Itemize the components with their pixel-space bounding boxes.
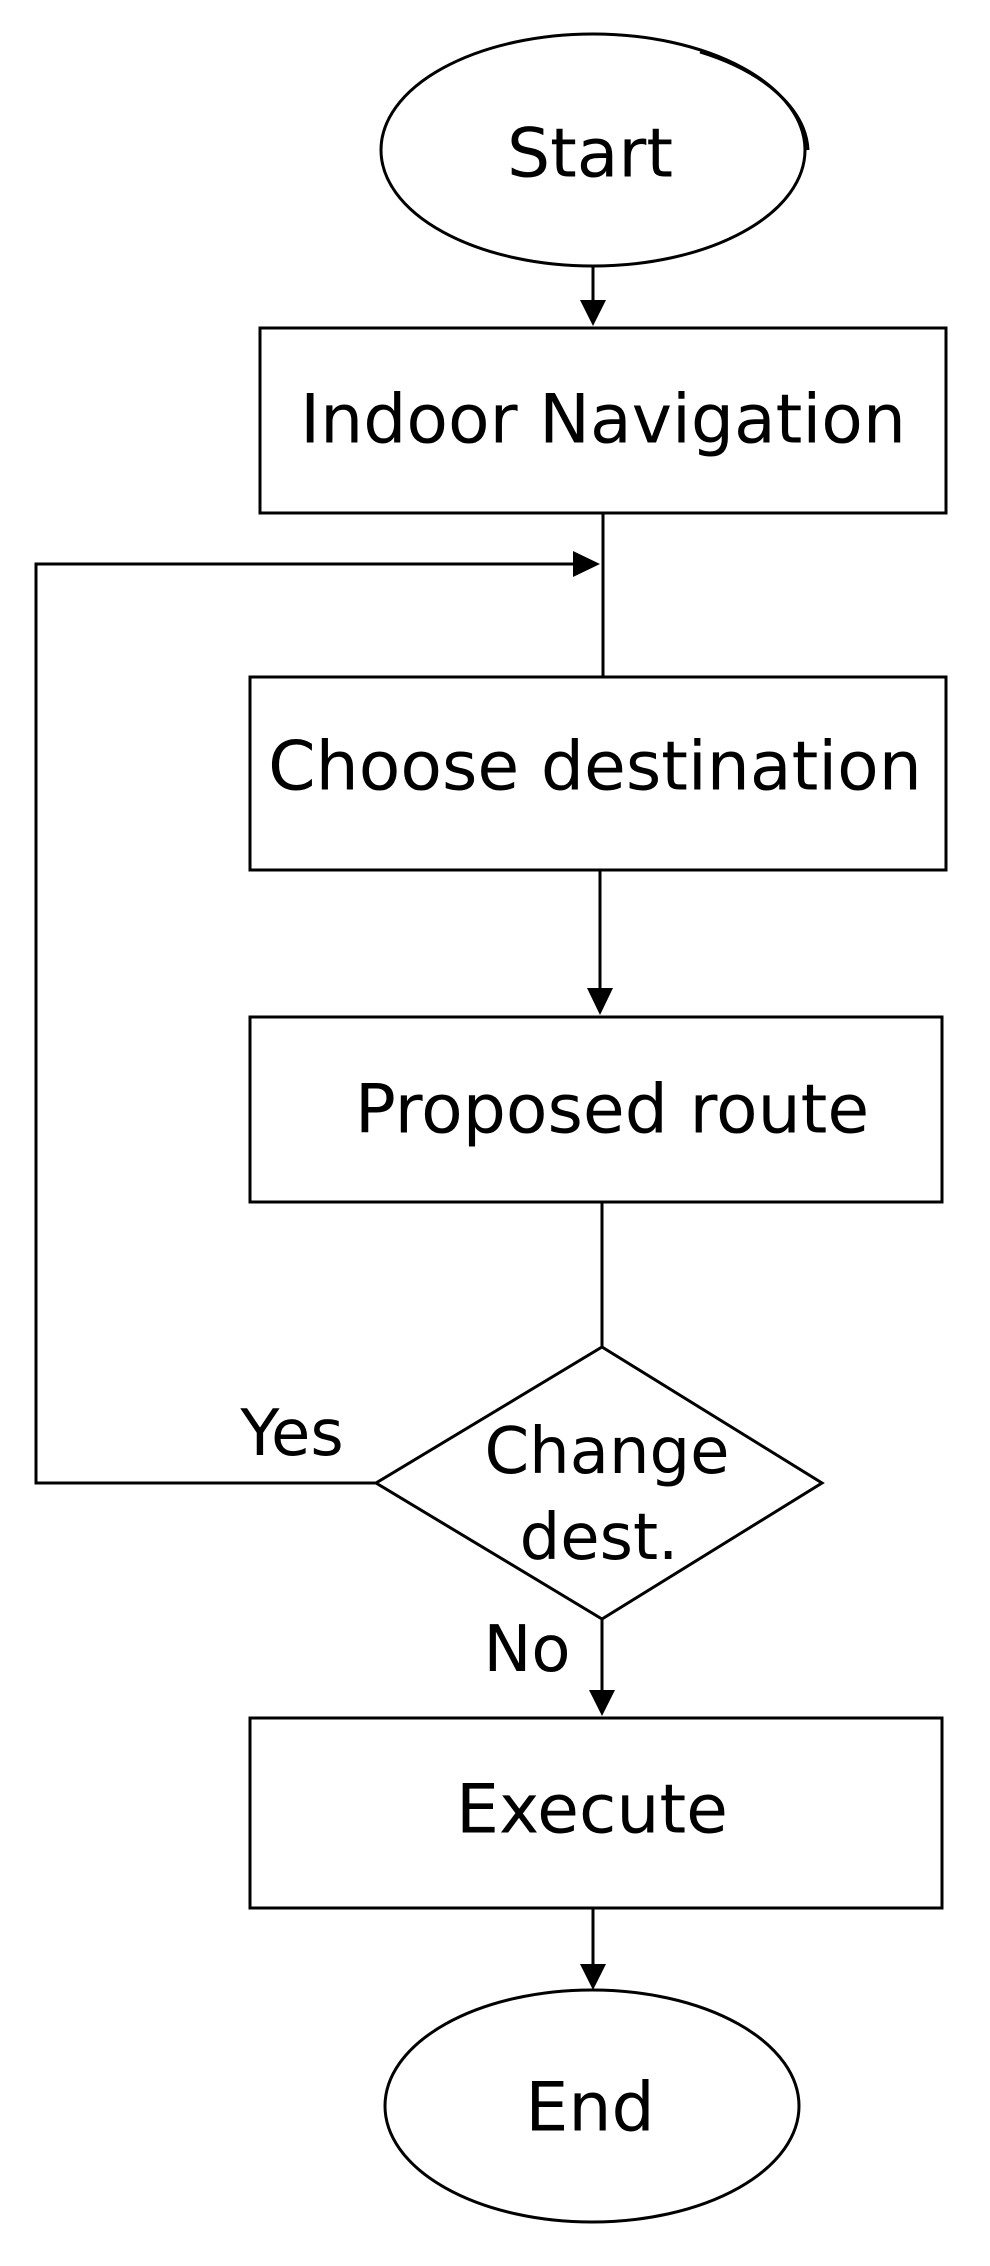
start-terminator: Start <box>379 32 810 268</box>
arrow-start-to-indoor-navigation <box>580 266 606 326</box>
proposed-route-box: Proposed route <box>248 1015 944 1204</box>
no-label: No <box>483 1613 570 1687</box>
choose-destination-box: Choose destination <box>248 675 948 872</box>
indoor-navigation-label: Indoor Navigation <box>300 381 906 460</box>
indoor-navigation-box: Indoor Navigation <box>258 326 948 515</box>
yes-label: Yes <box>239 1397 343 1471</box>
choose-destination-label: Choose destination <box>268 728 922 807</box>
yes-loop-arrow <box>34 551 600 1485</box>
arrow-choose-to-proposed-route <box>587 870 613 1015</box>
proposed-route-label: Proposed route <box>355 1071 869 1150</box>
end-terminator: End <box>383 1988 801 2224</box>
start-label: Start <box>507 115 673 194</box>
end-label: End <box>525 2069 654 2148</box>
decision-label-line1: Change <box>484 1415 729 1489</box>
arrow-execute-to-end <box>580 1908 606 1990</box>
execute-label: Execute <box>456 1771 728 1850</box>
no-arrow <box>589 1619 615 1716</box>
change-destination-decision: Change dest. <box>373 1345 825 1621</box>
decision-label-line2: dest. <box>520 1501 679 1575</box>
execute-box: Execute <box>248 1716 944 1910</box>
